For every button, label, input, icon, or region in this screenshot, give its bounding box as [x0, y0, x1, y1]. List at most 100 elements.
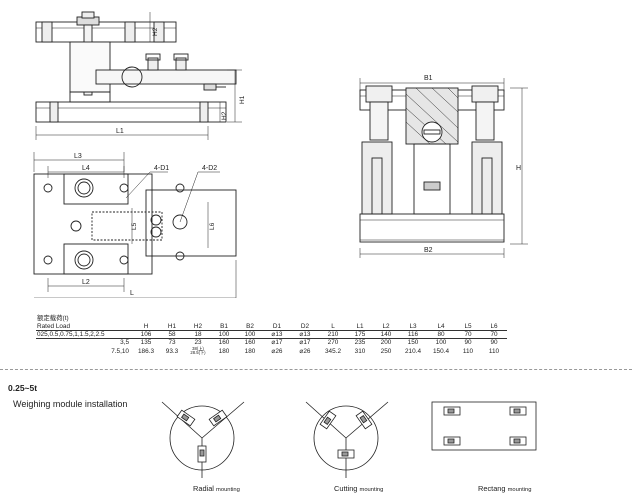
- label-l3: L3: [74, 153, 82, 160]
- table-cell: 23: [194, 339, 202, 347]
- col-l: L: [319, 313, 347, 331]
- table-cell: 100: [435, 339, 447, 347]
- rated-load-en: Rated Load: [37, 322, 71, 330]
- table-cell: 150: [407, 339, 419, 347]
- radial-mounting-word: mounting: [216, 487, 240, 493]
- label-b1: B1: [424, 75, 433, 82]
- table-cell: 135: [140, 339, 152, 347]
- table-cell: ⌀26: [299, 347, 311, 355]
- radial-caption: Radial mounting: [193, 484, 240, 493]
- table-cell: 110: [488, 347, 500, 355]
- rectang-caption: Rectang mounting: [478, 484, 531, 493]
- table-cell: 180: [218, 347, 230, 355]
- col-b2: B2: [237, 313, 263, 331]
- table-cell: ⌀13: [263, 330, 291, 340]
- table-cell: ⌀26: [271, 347, 283, 355]
- table-cell: 93.3: [165, 347, 179, 355]
- col-d1: D1: [263, 313, 291, 331]
- table-cell: 116: [399, 330, 427, 340]
- table-cell: 90: [464, 339, 472, 347]
- label-h1: H1: [239, 95, 246, 104]
- table-cell: 210: [319, 330, 347, 340]
- front-view-drawing: B1 H B2: [359, 75, 528, 258]
- table-cell: 70: [455, 330, 481, 340]
- h2-top-value: 38(上): [192, 345, 204, 351]
- table-cell: 180: [244, 347, 256, 355]
- cutting-caption: Cutting mounting: [334, 484, 383, 493]
- label-b2: B2: [424, 247, 433, 254]
- table-cell: 345.2: [325, 347, 341, 355]
- spec-table-header: 额定载荷(t) Rated Load H H1 H2 B1 B2 D1 D2 L…: [36, 313, 507, 331]
- table-cell: 73: [168, 339, 176, 347]
- installation-title: Weighing module installation: [13, 399, 128, 409]
- rated-load-header: 额定载荷(t) Rated Load: [36, 313, 133, 331]
- row-load: 3,5: [120, 339, 129, 347]
- col-l5: L5: [455, 313, 481, 331]
- table-cell: 106: [133, 330, 159, 340]
- table-cell-h2-split: 38(上) 28.5(下): [185, 345, 211, 356]
- col-l2: L2: [373, 313, 399, 331]
- table-cell: 250: [380, 347, 392, 355]
- label-h: H: [516, 165, 521, 172]
- col-l1: L1: [347, 313, 373, 331]
- radial-mounting-diagram: [161, 401, 245, 478]
- table-cell: 160: [218, 339, 230, 347]
- col-l4: L4: [427, 313, 455, 331]
- cutting-label: Cutting: [334, 484, 358, 493]
- col-h: H: [133, 313, 159, 331]
- cutting-mounting-word: mounting: [359, 487, 384, 493]
- cutting-mounting-diagram: [305, 401, 389, 478]
- label-l4: L4: [82, 165, 90, 172]
- table-cell: 200: [380, 339, 392, 347]
- table-cell: 100: [237, 330, 263, 340]
- row-load: 025,0.5,0.75,1,1.5,2,2.5: [36, 330, 133, 340]
- radial-label: Radial: [193, 484, 214, 493]
- table-cell: ⌀13: [291, 330, 319, 340]
- table-row: 025,0.5,0.75,1,1.5,2,2.5 106 58 18 100 1…: [36, 330, 507, 340]
- label-l1: L1: [116, 128, 124, 135]
- table-cell: 210.4: [405, 347, 421, 355]
- col-b1: B1: [211, 313, 237, 331]
- table-cell: 18: [185, 330, 211, 340]
- table-cell: 100: [211, 330, 237, 340]
- label-l5: L5: [131, 222, 138, 230]
- label-d1: 4-D1: [154, 165, 169, 172]
- table-cell: 160: [244, 339, 256, 347]
- range-title: 0.25~5t: [8, 383, 38, 393]
- rated-load-cn: 额定载荷(t): [37, 315, 69, 323]
- col-l6: L6: [481, 313, 507, 331]
- table-cell: 110: [462, 347, 474, 355]
- label-d2: 4-D2: [202, 165, 217, 172]
- table-cell: 150.4: [433, 347, 449, 355]
- rectang-mounting-word: mounting: [507, 487, 532, 493]
- table-cell: 235: [354, 339, 366, 347]
- table-cell: ⌀17: [299, 339, 311, 347]
- label-h2: H2: [221, 111, 228, 120]
- table-cell: 270: [327, 339, 339, 347]
- table-cell: 140: [373, 330, 399, 340]
- col-d2: D2: [291, 313, 319, 331]
- label-h2-top: H2: [152, 27, 159, 36]
- label-l: L: [130, 290, 134, 297]
- rectang-label: Rectang: [478, 484, 506, 493]
- table-cell: 58: [159, 330, 185, 340]
- table-cell: 186.3: [138, 347, 154, 355]
- table-cell: 90: [490, 339, 498, 347]
- h2-bottom-value: 28.5(下): [190, 350, 206, 356]
- table-cell: ⌀17: [271, 339, 283, 347]
- table-row: 3,5 135 73 23 160 160 ⌀17 ⌀17 270 235 20…: [36, 339, 507, 347]
- rectang-mounting-diagram: [431, 401, 537, 451]
- col-h1: H1: [159, 313, 185, 331]
- table-cell: 80: [427, 330, 455, 340]
- side-view-drawing: H2 H1 H2 L1: [35, 11, 246, 140]
- section-divider: [0, 369, 632, 370]
- spec-table: 额定载荷(t) Rated Load H H1 H2 B1 B2 D1 D2 L…: [36, 313, 507, 356]
- col-l3: L3: [399, 313, 427, 331]
- row-load: 7.5,10: [111, 347, 129, 355]
- table-cell: 310: [354, 347, 366, 355]
- table-row: 7.5,10 186.3 93.3 38(上) 28.5(下) 180 180 …: [36, 345, 507, 356]
- label-l6: L6: [209, 222, 216, 230]
- plan-view-drawing: L3 L4 4-D1 4-D2 L5 L6 L2 L: [33, 152, 237, 298]
- table-cell: 175: [347, 330, 373, 340]
- table-cell: 70: [481, 330, 507, 340]
